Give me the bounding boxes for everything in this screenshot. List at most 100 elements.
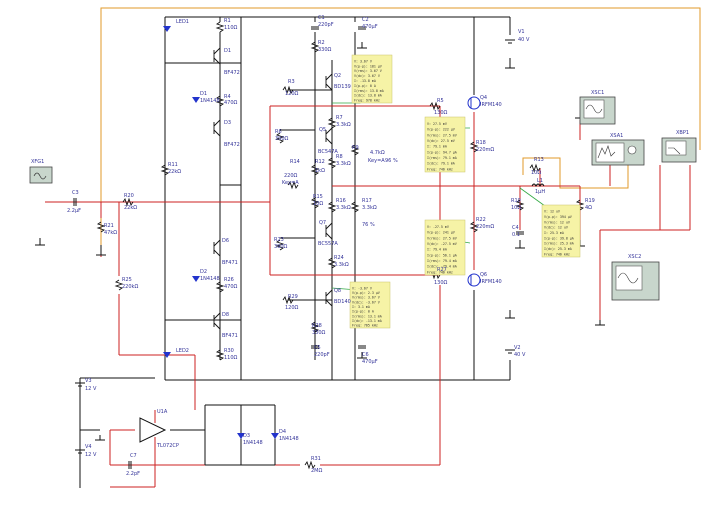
svg-text:D1: D1 xyxy=(200,91,207,97)
svg-text:BC557A: BC557A xyxy=(318,241,338,247)
svg-text:R21: R21 xyxy=(104,223,114,229)
battery-v4 xyxy=(75,449,85,454)
probe-reading: V(rms): 27.5 mV xyxy=(427,133,457,137)
capacitor-c5 xyxy=(311,345,319,349)
svg-text:BF471: BF471 xyxy=(222,260,238,266)
svg-text:L1: L1 xyxy=(537,178,543,184)
svg-text:Q6: Q6 xyxy=(480,272,487,278)
label-layer: XFG1 XSC1 XSA1 XBP1 XSC2 V1 40 V V2 40 V… xyxy=(31,15,689,477)
transistor-q8 xyxy=(325,289,333,307)
ground-icon xyxy=(35,238,45,246)
svg-text:R4: R4 xyxy=(224,94,231,100)
instrument-xsc2[interactable] xyxy=(611,261,660,301)
probe-reading: I(dc): 25.3 mA xyxy=(544,247,572,251)
svg-text:R14: R14 xyxy=(290,159,300,165)
probe-reading: Freq: 746 kHz xyxy=(427,270,453,274)
svg-text:110Ω: 110Ω xyxy=(224,25,238,31)
probe-note: V: -27.5 mVV(p-p): 241 µVV(rms): 27.5 mV… xyxy=(424,219,466,276)
probe-reading: V(dc): -27.5 mV xyxy=(427,242,457,246)
svg-text:1N4148: 1N4148 xyxy=(200,276,220,282)
probe-note-box xyxy=(351,54,393,104)
svg-text:R24: R24 xyxy=(334,255,344,261)
probe-reading: I(dc): -79.4 mA xyxy=(427,265,457,269)
resistor-r28 xyxy=(310,321,320,333)
svg-text:D2: D2 xyxy=(200,269,207,275)
svg-text:R8: R8 xyxy=(336,154,343,160)
svg-text:1N4148: 1N4148 xyxy=(243,440,263,446)
svg-text:3.3kΩ: 3.3kΩ xyxy=(336,122,351,128)
label-xbp1: XBP1 xyxy=(676,130,689,136)
svg-text:R30: R30 xyxy=(224,348,234,354)
label-v4: V4 xyxy=(85,444,92,450)
svg-text:D1: D1 xyxy=(224,48,231,54)
resistor-r9 xyxy=(350,144,360,156)
resistor-r22 xyxy=(469,221,479,233)
svg-text:47kΩ: 47kΩ xyxy=(104,230,117,236)
semiconductor-layer xyxy=(139,26,545,443)
svg-text:R5: R5 xyxy=(437,98,444,104)
capacitor-layer xyxy=(73,26,524,469)
svg-text:2MΩ: 2MΩ xyxy=(311,468,322,474)
resistor-r29 xyxy=(282,295,294,305)
battery-v3 xyxy=(75,382,85,387)
svg-text:470Ω: 470Ω xyxy=(224,284,238,290)
instrument-xsc1[interactable] xyxy=(579,96,616,125)
svg-text:220mΩ: 220mΩ xyxy=(476,224,494,230)
svg-text:D8: D8 xyxy=(222,312,229,318)
svg-text:4Ω: 4Ω xyxy=(585,205,592,211)
svg-text:Q2: Q2 xyxy=(334,73,341,79)
instrument-xsa1[interactable] xyxy=(591,139,645,166)
ground-icon xyxy=(505,58,515,69)
svg-text:R23: R23 xyxy=(274,237,284,243)
probe-reading: V(p-p): 241 µV xyxy=(427,231,455,235)
label-xsc1: XSC1 xyxy=(591,90,604,96)
svg-text:220pF: 220pF xyxy=(314,352,330,358)
instrument-xbp1[interactable] xyxy=(661,137,697,163)
svg-text:R20: R20 xyxy=(124,193,134,199)
probe-reading: V(dc): 27.5 mV xyxy=(427,139,455,143)
value-v2: 40 V xyxy=(514,352,526,358)
svg-text:U1A: U1A xyxy=(157,409,168,415)
instrument-xfg1[interactable] xyxy=(29,166,53,184)
transistor-d3 xyxy=(213,119,221,137)
resistor-r31 xyxy=(304,460,316,470)
svg-text:R16: R16 xyxy=(336,198,346,204)
ground-icon xyxy=(515,240,525,249)
svg-text:Q8: Q8 xyxy=(334,288,341,294)
capacitor-c4 xyxy=(516,231,524,235)
svg-text:Q7: Q7 xyxy=(319,220,326,226)
probe-reading: Freq: 746 kHz xyxy=(427,167,453,171)
resistor-r6 xyxy=(275,132,285,144)
svg-text:22kΩ: 22kΩ xyxy=(168,169,181,175)
transistor-d8 xyxy=(213,312,221,330)
svg-text:R19: R19 xyxy=(585,198,595,204)
probe-reading: I(rms): 13.1 mA xyxy=(352,314,382,318)
probe-reading: V(dc): -3.67 V xyxy=(352,300,380,304)
svg-text:22kΩ: 22kΩ xyxy=(124,205,137,211)
label-xsc2: XSC2 xyxy=(628,254,641,260)
ground-icon xyxy=(505,310,515,319)
probe-reading: I(rms): 79.1 mA xyxy=(427,156,457,160)
svg-text:120Ω: 120Ω xyxy=(285,305,299,311)
svg-text:1N4148: 1N4148 xyxy=(200,98,220,104)
resistor-r14 xyxy=(287,180,299,190)
svg-text:R18: R18 xyxy=(476,140,486,146)
transistor-q2 xyxy=(325,73,333,91)
inductor-l1-icon xyxy=(531,183,545,188)
resistor-r11 xyxy=(160,164,170,176)
svg-text:C5: C5 xyxy=(314,345,321,351)
svg-text:110Ω: 110Ω xyxy=(224,355,238,361)
svg-text:C4: C4 xyxy=(512,225,519,231)
resistor-r3 xyxy=(282,85,294,95)
transistor-q5 xyxy=(325,127,333,145)
probe-reading: Freq: 746 kHz xyxy=(544,252,570,256)
probe-reading: V(p-p): 222 µV xyxy=(427,128,455,132)
svg-text:470µF: 470µF xyxy=(362,24,378,30)
svg-text:D3: D3 xyxy=(224,120,231,126)
svg-text:BC547A: BC547A xyxy=(318,149,338,155)
probe-note-box xyxy=(424,116,466,173)
probe-reading: I: 79.1 mA xyxy=(427,145,447,149)
capacitor-c6 xyxy=(358,345,366,349)
mosfet-q4 xyxy=(467,96,481,110)
probe-reading: V(p-p): 394 µV xyxy=(544,215,572,219)
